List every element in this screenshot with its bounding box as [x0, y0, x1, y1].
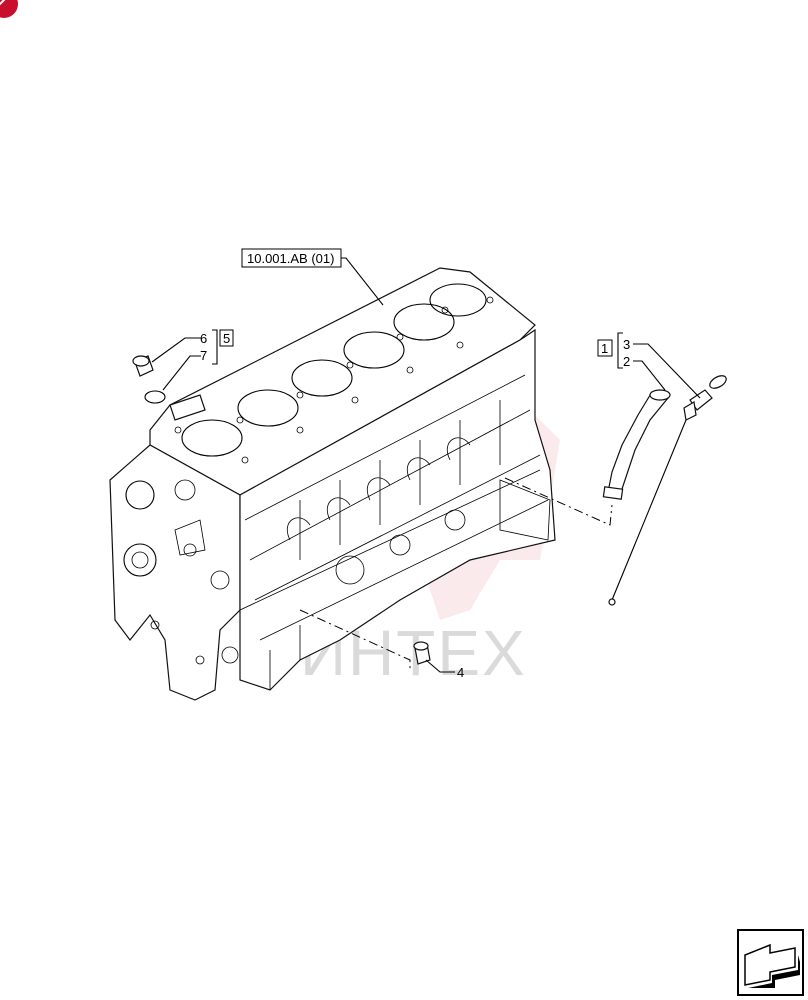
- leader-reference: [341, 257, 384, 306]
- callout-4[interactable]: 4: [457, 665, 464, 680]
- leader-4: [425, 659, 455, 673]
- leader-6: [151, 337, 201, 363]
- assembly-line-plug: [299, 609, 411, 672]
- reference-box[interactable]: 10.001.AB (01): [241, 248, 342, 268]
- plug-part-drawing: [132, 355, 166, 404]
- kit-box-5: [219, 329, 234, 347]
- callout-3[interactable]: 3: [623, 337, 630, 352]
- callout-6[interactable]: 6: [200, 331, 207, 346]
- callout-2[interactable]: 2: [623, 354, 630, 369]
- dipstick-tube-drawing: [602, 389, 671, 500]
- dipstick-drawing: [608, 375, 727, 606]
- leader-2: [633, 360, 666, 391]
- bracket-1: [617, 332, 623, 369]
- reference-label: 10.001.AB (01): [247, 251, 334, 266]
- callout-5[interactable]: 5: [223, 331, 230, 346]
- callout-7[interactable]: 7: [200, 348, 207, 363]
- bracket-5: [212, 329, 218, 365]
- assembly-line-tube: [504, 477, 613, 526]
- leader-3: [633, 343, 701, 399]
- engine-block-drawing: [109, 267, 556, 701]
- next-page-arrow-icon[interactable]: [737, 929, 804, 996]
- leader-7: [162, 355, 201, 391]
- cup-plug-drawing: [413, 641, 431, 665]
- kit-box-1: [597, 339, 613, 357]
- callout-1[interactable]: 1: [601, 341, 608, 356]
- corner-badge-icon: [0, 0, 18, 18]
